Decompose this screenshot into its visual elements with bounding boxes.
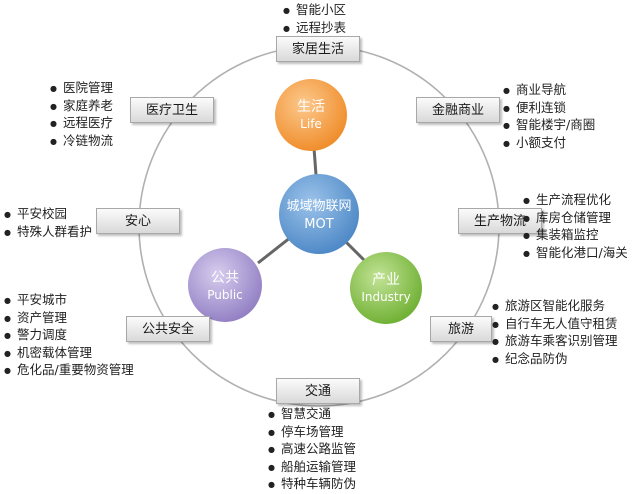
list-finance: 商业导航 便利连锁 智能楼宇/商圈 小额支付 xyxy=(503,82,595,152)
hub-public-line2: Public xyxy=(207,288,243,302)
hub-life-line1: 生活 xyxy=(297,99,325,115)
list-publicsafety: 平安城市 资产管理 警力调度 机密载体管理 危化品/重要物资管理 xyxy=(4,292,134,380)
category-medical: 医疗卫生 xyxy=(130,97,214,123)
hub-life-line2: Life xyxy=(300,117,322,131)
center-line2: MOT xyxy=(304,217,333,232)
hub-industry: 产业 Industry xyxy=(350,252,422,324)
category-publicsafety: 公共安全 xyxy=(126,316,210,342)
category-finance: 金融商业 xyxy=(416,97,500,123)
list-item: 远程抄表 xyxy=(283,20,346,38)
hub-industry-line1: 产业 xyxy=(372,272,400,288)
hub-industry-line2: Industry xyxy=(361,290,410,304)
list-item: 库房仓储管理 xyxy=(523,210,628,228)
list-item: 资产管理 xyxy=(4,310,134,328)
list-medical: 医院管理 家庭养老 远程医疗 冷链物流 xyxy=(50,80,113,150)
category-transport: 交通 xyxy=(276,378,360,404)
list-item: 智能化港口/海关 xyxy=(523,245,628,263)
list-item: 医院管理 xyxy=(50,80,113,98)
hub-center: 城域物联网 MOT xyxy=(279,174,359,254)
list-safe: 平安校园 特殊人群看护 xyxy=(4,206,92,241)
list-item: 家庭养老 xyxy=(50,98,113,116)
list-item: 生产流程优化 xyxy=(523,192,628,210)
list-item: 旅游车乘客识别管理 xyxy=(492,333,618,351)
list-item: 远程医疗 xyxy=(50,115,113,133)
list-item: 智慧交通 xyxy=(268,406,356,424)
category-safe: 安心 xyxy=(96,208,180,234)
list-item: 智能小区 xyxy=(283,2,346,20)
hub-public-line1: 公共 xyxy=(211,270,239,286)
diagram-canvas: 生活 Life 公共 Public 产业 Industry 城域物联网 MOT xyxy=(138,45,500,407)
center-line1: 城域物联网 xyxy=(286,199,351,214)
list-item: 集装箱监控 xyxy=(523,227,628,245)
list-item: 纪念品防伪 xyxy=(492,351,618,369)
list-item: 平安城市 xyxy=(4,292,134,310)
hub-life: 生活 Life xyxy=(275,79,347,151)
list-item: 机密载体管理 xyxy=(4,345,134,363)
list-item: 冷链物流 xyxy=(50,133,113,151)
category-tourism: 旅游 xyxy=(430,316,492,342)
list-item: 商业导航 xyxy=(503,82,595,100)
list-item: 旅游区智能化服务 xyxy=(492,298,618,316)
hub-public: 公共 Public xyxy=(188,248,262,322)
list-transport: 智慧交通 停车场管理 高速公路监管 船舶运输管理 特种车辆防伪 xyxy=(268,406,356,494)
list-item: 自行车无人值守租赁 xyxy=(492,316,618,334)
list-item: 高速公路监管 xyxy=(268,441,356,459)
list-item: 智能楼宇/商圈 xyxy=(503,117,595,135)
list-item: 船舶运输管理 xyxy=(268,459,356,477)
category-home: 家居生活 xyxy=(276,36,360,62)
list-item: 特种车辆防伪 xyxy=(268,476,356,494)
list-item: 便利连锁 xyxy=(503,100,595,118)
list-logistics: 生产流程优化 库房仓储管理 集装箱监控 智能化港口/海关 xyxy=(523,192,628,262)
list-item: 平安校园 xyxy=(4,206,92,224)
list-tourism: 旅游区智能化服务 自行车无人值守租赁 旅游车乘客识别管理 纪念品防伪 xyxy=(492,298,618,368)
list-item: 特殊人群看护 xyxy=(4,224,92,242)
list-item: 警力调度 xyxy=(4,327,134,345)
list-item: 停车场管理 xyxy=(268,424,356,442)
list-item: 危化品/重要物资管理 xyxy=(4,362,134,380)
list-home: 智能小区 远程抄表 xyxy=(283,2,346,37)
list-item: 小额支付 xyxy=(503,135,595,153)
